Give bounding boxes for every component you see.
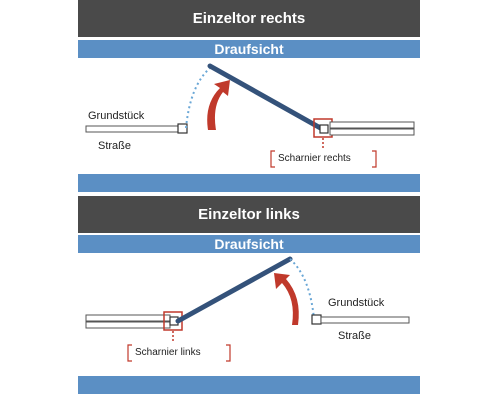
hinge-label-bracket-right xyxy=(372,150,377,168)
label-hinge: Scharnier links xyxy=(135,347,201,358)
left-fence-rail-lower xyxy=(85,321,171,329)
gate-leaf xyxy=(175,256,293,324)
panel-subtitle: Draufsicht xyxy=(78,235,420,253)
swing-direction-arrow xyxy=(207,80,230,130)
panel-bottom-bar xyxy=(78,376,420,394)
panel-single-gate-right: Einzeltor rechts Draufsicht Grundstück S… xyxy=(78,0,420,196)
label-street: Straße xyxy=(338,330,372,342)
swing-arc xyxy=(185,67,211,129)
left-fence-rail xyxy=(85,314,171,322)
top-view-drawing: Grundstück Straße Scharnier links xyxy=(78,253,420,376)
hinge-label-bracket-right xyxy=(226,344,231,362)
right-fence-rail xyxy=(329,121,415,129)
label-property: Grundstück xyxy=(88,110,145,122)
panel-title: Einzeltor rechts xyxy=(78,0,420,37)
top-view-drawing: Grundstück Straße Scharnier rechts xyxy=(78,58,420,174)
hinge-label-bracket-left xyxy=(270,150,275,168)
hinge-post xyxy=(319,124,329,134)
label-property: Grundstück xyxy=(328,297,385,309)
panel-title: Einzeltor links xyxy=(78,196,420,233)
latch-post xyxy=(177,123,188,134)
swing-arc xyxy=(289,258,315,320)
label-street: Straße xyxy=(98,140,132,152)
latch-post xyxy=(311,314,322,325)
panel-single-gate-left: Einzeltor links Draufsicht Grundstück xyxy=(78,196,420,400)
right-fence-rail xyxy=(320,316,410,324)
panel-bottom-bar xyxy=(78,174,420,192)
panel-subtitle: Draufsicht xyxy=(78,40,420,58)
left-fence-rail xyxy=(85,125,179,133)
swing-direction-arrow xyxy=(274,273,299,325)
gate-leaf xyxy=(207,63,327,133)
right-fence-rail-lower xyxy=(329,128,415,136)
label-hinge: Scharnier rechts xyxy=(278,153,351,164)
gate-diagram-left xyxy=(85,256,410,362)
hinge-label-bracket-left xyxy=(127,344,132,362)
gate-diagram-right xyxy=(85,63,415,168)
